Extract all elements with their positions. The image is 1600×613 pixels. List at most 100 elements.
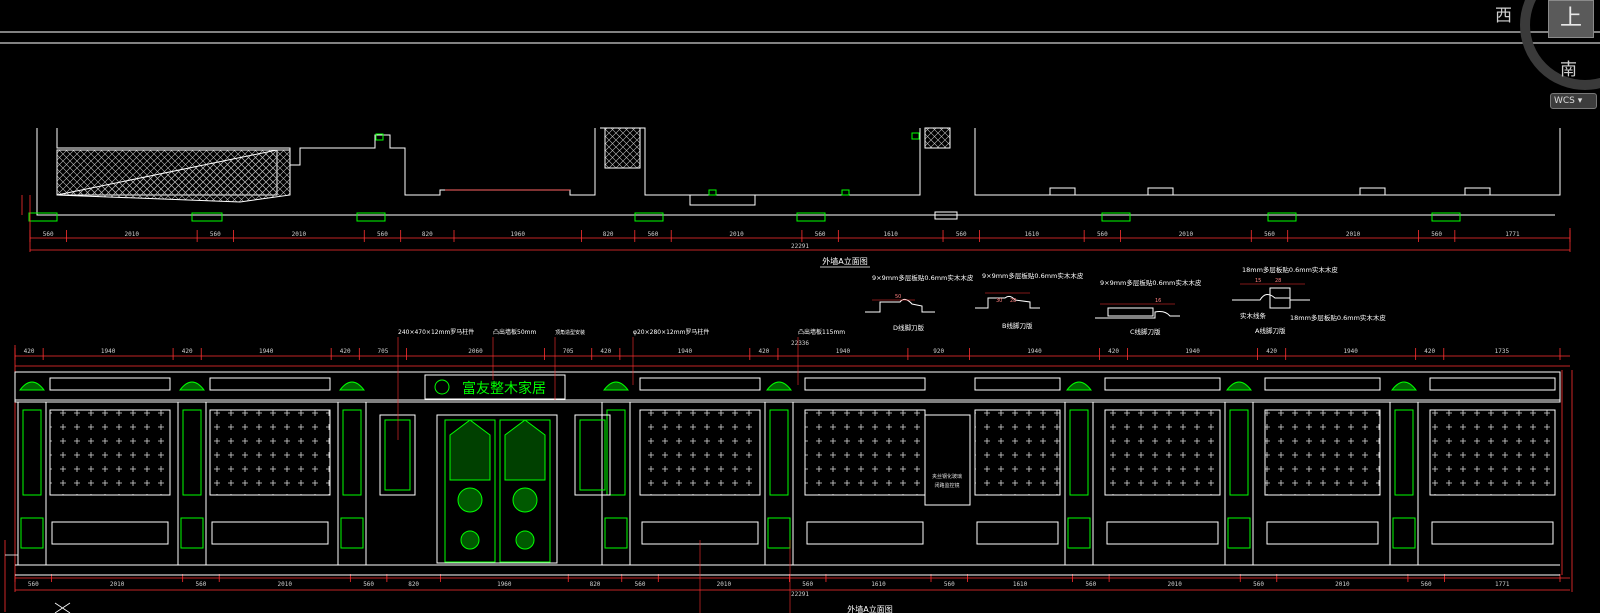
pilaster-6 xyxy=(1224,401,1254,566)
view-south-label[interactable]: 南 xyxy=(1560,60,1577,80)
main-top-dim-0: 420 xyxy=(24,348,35,355)
callout-3: 顶角造型安装 xyxy=(555,329,585,336)
main-bottom-dim-18: 560 xyxy=(1421,581,1432,588)
ucs-icon xyxy=(5,554,71,613)
main-top-dim-4: 420 xyxy=(340,348,351,355)
svg-text:15: 15 xyxy=(1255,278,1261,284)
main-bottom-dim-14: 560 xyxy=(1085,581,1096,588)
svg-text:A线脚刀版: A线脚刀版 xyxy=(1255,326,1286,335)
main-top-dim-3: 1940 xyxy=(259,348,274,355)
main-bottom-dim-16: 560 xyxy=(1253,581,1264,588)
main-bottom-dim-5: 820 xyxy=(408,581,419,588)
top-elevation xyxy=(28,127,1561,222)
callout-4: φ20×280×12mm罗马柱件 xyxy=(633,328,709,336)
main-top-dim-12: 920 xyxy=(933,348,944,355)
main-bottom-dim-0: 560 xyxy=(28,581,39,588)
top-dim-8: 560 xyxy=(648,231,659,238)
main-bottom-dim-19: 1771 xyxy=(1495,581,1510,588)
top-dim-11: 1610 xyxy=(883,231,898,238)
pilaster-5 xyxy=(1064,401,1094,566)
main-bottom-dim-7: 820 xyxy=(590,581,601,588)
main-top-dim-19: 1735 xyxy=(1495,348,1510,355)
main-overall-bottom-dim: 22291 xyxy=(791,591,809,598)
top-overall-dim: 22291 xyxy=(791,243,809,250)
main-door xyxy=(436,414,558,564)
pilaster-3 xyxy=(601,401,631,566)
main-top-dim-14: 420 xyxy=(1108,348,1119,355)
main-top-dim-1: 1940 xyxy=(101,348,116,355)
hatched-panel-5 xyxy=(1104,409,1221,496)
main-top-dim-6: 2060 xyxy=(468,348,483,355)
top-dim-13: 1610 xyxy=(1025,231,1040,238)
brand-sign: 富友整木家居 xyxy=(462,380,546,397)
top-dim-12: 560 xyxy=(956,231,967,238)
glass-note-1: 夹丝钢化玻璃 xyxy=(932,473,962,480)
top-dim-6: 1960 xyxy=(511,231,526,238)
view-cube[interactable]: 西 上 南 WCS ▾ xyxy=(1495,0,1600,120)
main-top-dim-5: 705 xyxy=(377,348,388,355)
detail-b: 9×9mm多层板贴0.6mm实木木皮 30 28 B线脚刀版 xyxy=(975,271,1084,330)
top-elevation-title: 外墙A立面图 xyxy=(822,256,867,266)
top-dim-5: 820 xyxy=(422,231,433,238)
main-bottom-dim-4: 560 xyxy=(363,581,374,588)
svg-text:28: 28 xyxy=(1275,278,1281,284)
main-bottom-dim-6: 1960 xyxy=(497,581,512,588)
hatched-panel-3 xyxy=(804,409,926,496)
hatched-panel-0 xyxy=(49,409,171,496)
top-dim-19: 1771 xyxy=(1505,231,1520,238)
main-top-dim-labels: 420 1940 420 1940 420 705 2060 705 420 1940 420 194… xyxy=(14,348,1561,360)
top-dim-2: 560 xyxy=(210,231,221,238)
svg-text:50: 50 xyxy=(895,294,901,300)
hatched-panel-2 xyxy=(639,409,761,496)
main-bottom-dim-12: 560 xyxy=(944,581,955,588)
main-bottom-dim-3: 2010 xyxy=(278,581,293,588)
top-dim-10: 560 xyxy=(815,231,826,238)
wcs-dropdown[interactable]: WCS ▾ xyxy=(1550,93,1597,109)
svg-text:实木线条: 实木线条 xyxy=(1240,311,1267,320)
main-bottom-dim-8: 560 xyxy=(635,581,646,588)
top-dim-9: 2010 xyxy=(729,231,744,238)
top-dim-4: 560 xyxy=(377,231,388,238)
main-top-dim-11: 1940 xyxy=(836,348,851,355)
main-top-dim-2: 420 xyxy=(182,348,193,355)
view-top-face[interactable]: 上 xyxy=(1548,0,1594,38)
pilaster-0 xyxy=(17,401,47,566)
view-cube-ring[interactable] xyxy=(1520,0,1600,90)
svg-text:B线脚刀版: B线脚刀版 xyxy=(1002,321,1033,330)
view-west-label[interactable]: 西 xyxy=(1495,6,1512,26)
main-top-dim-8: 420 xyxy=(600,348,611,355)
main-top-dim-9: 1940 xyxy=(678,348,693,355)
pilaster-2 xyxy=(337,401,367,566)
svg-text:D线脚刀版: D线脚刀版 xyxy=(893,323,925,332)
main-bottom-dim-11: 1610 xyxy=(871,581,886,588)
top-dim-17: 2010 xyxy=(1346,231,1361,238)
main-bottom-dim-17: 2010 xyxy=(1335,581,1350,588)
top-dim-lines xyxy=(21,189,1571,252)
pilaster-1 xyxy=(177,401,207,566)
main-top-dim-17: 1940 xyxy=(1343,348,1358,355)
svg-text:18mm多层板贴0.6mm实木木皮: 18mm多层板贴0.6mm实木木皮 xyxy=(1242,265,1338,274)
svg-text:16: 16 xyxy=(1155,298,1161,304)
main-bottom-dim-13: 1610 xyxy=(1013,581,1028,588)
hatched-panel-7 xyxy=(1429,409,1556,496)
main-bottom-dim-2: 560 xyxy=(196,581,207,588)
main-bottom-dim-10: 560 xyxy=(802,581,813,588)
main-overall-top-dim: 22336 xyxy=(791,340,809,347)
top-dim-18: 560 xyxy=(1431,231,1442,238)
main-elevation-title: 外墙A立面图 xyxy=(847,604,892,613)
svg-text:9×9mm多层板贴0.6mm实木木皮: 9×9mm多层板贴0.6mm实木木皮 xyxy=(872,273,974,282)
top-dim-0: 560 xyxy=(43,231,54,238)
svg-text:18mm多层板贴0.6mm实木木皮: 18mm多层板贴0.6mm实木木皮 xyxy=(1290,313,1386,322)
callout-1: 240×470×12mm罗马柱件 xyxy=(398,328,474,336)
callout-2: 凸出墙板50mm xyxy=(493,328,536,336)
svg-text:28: 28 xyxy=(1010,298,1016,304)
main-top-dim-15: 1940 xyxy=(1185,348,1200,355)
detail-a: 18mm多层板贴0.6mm实木木皮 15 28 实木线条 18mm多层板贴0.6… xyxy=(1232,265,1386,335)
callout-5: 凸出墙板115mm xyxy=(798,328,845,336)
main-top-dim-7: 705 xyxy=(563,348,574,355)
svg-text:9×9mm多层板贴0.6mm实木木皮: 9×9mm多层板贴0.6mm实木木皮 xyxy=(1100,278,1202,287)
pilaster-7 xyxy=(1389,401,1419,566)
glass-note-2: 闭路监控镜 xyxy=(934,482,959,489)
top-dim-14: 560 xyxy=(1097,231,1108,238)
